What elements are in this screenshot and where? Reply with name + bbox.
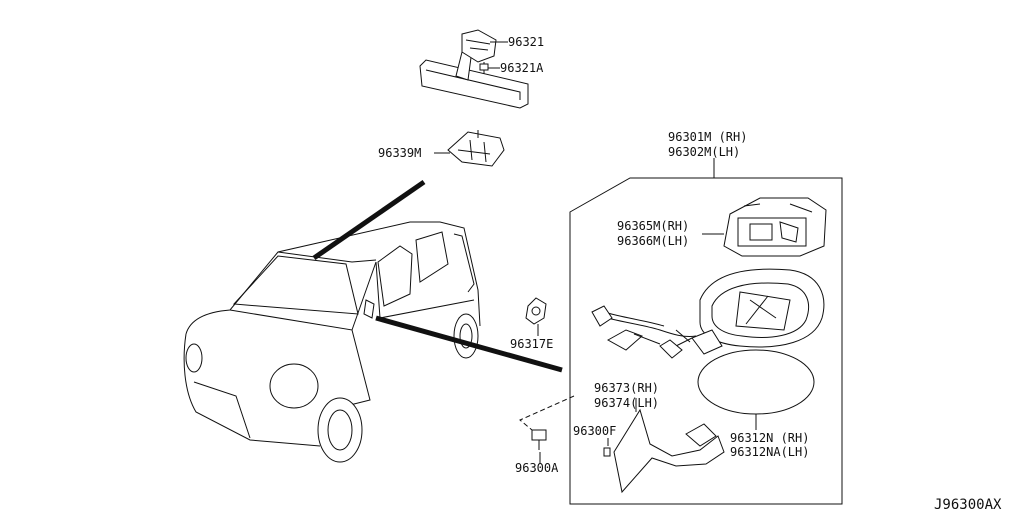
label-96339M: 96339M [378, 146, 421, 160]
label-96301M: 96301M (RH) [668, 130, 747, 144]
grommet-96317E [525, 297, 547, 325]
mirror-housing [675, 268, 825, 355]
label-96312NA: 96312NA(LH) [730, 445, 809, 459]
label-96365M: 96365M(RH) [617, 219, 689, 233]
wiring-harness [591, 305, 697, 359]
clip-96300F [603, 447, 611, 457]
label-96373: 96373(RH) [594, 381, 659, 395]
label-96321: 96321 [508, 35, 544, 49]
label-96300F: 96300F [573, 424, 616, 438]
label-96317E: 96317E [510, 337, 553, 351]
pointer-to-door-mirror [375, 315, 563, 373]
label-96312N: 96312N (RH) [730, 431, 809, 445]
vehicle-outline [183, 221, 481, 463]
rearview-mirror [419, 29, 529, 109]
screw-96300A [531, 429, 547, 450]
label-96321A: 96321A [500, 61, 544, 75]
label-96300A: 96300A [515, 461, 559, 475]
assembly-outline [569, 177, 843, 505]
mirror-actuator [723, 197, 827, 257]
drawing-code: J96300AX [934, 497, 1002, 512]
mirror-finisher [613, 408, 725, 494]
pointer-to-windshield [312, 179, 426, 261]
mirror-glass [697, 349, 815, 415]
screw-96321A [479, 62, 489, 74]
dashed-install-line [519, 395, 575, 431]
mirror-base-cover [447, 130, 505, 167]
label-96366M: 96366M(LH) [617, 234, 689, 248]
label-96302M: 96302M(LH) [668, 145, 740, 159]
label-96374: 96374(LH) [594, 396, 659, 410]
